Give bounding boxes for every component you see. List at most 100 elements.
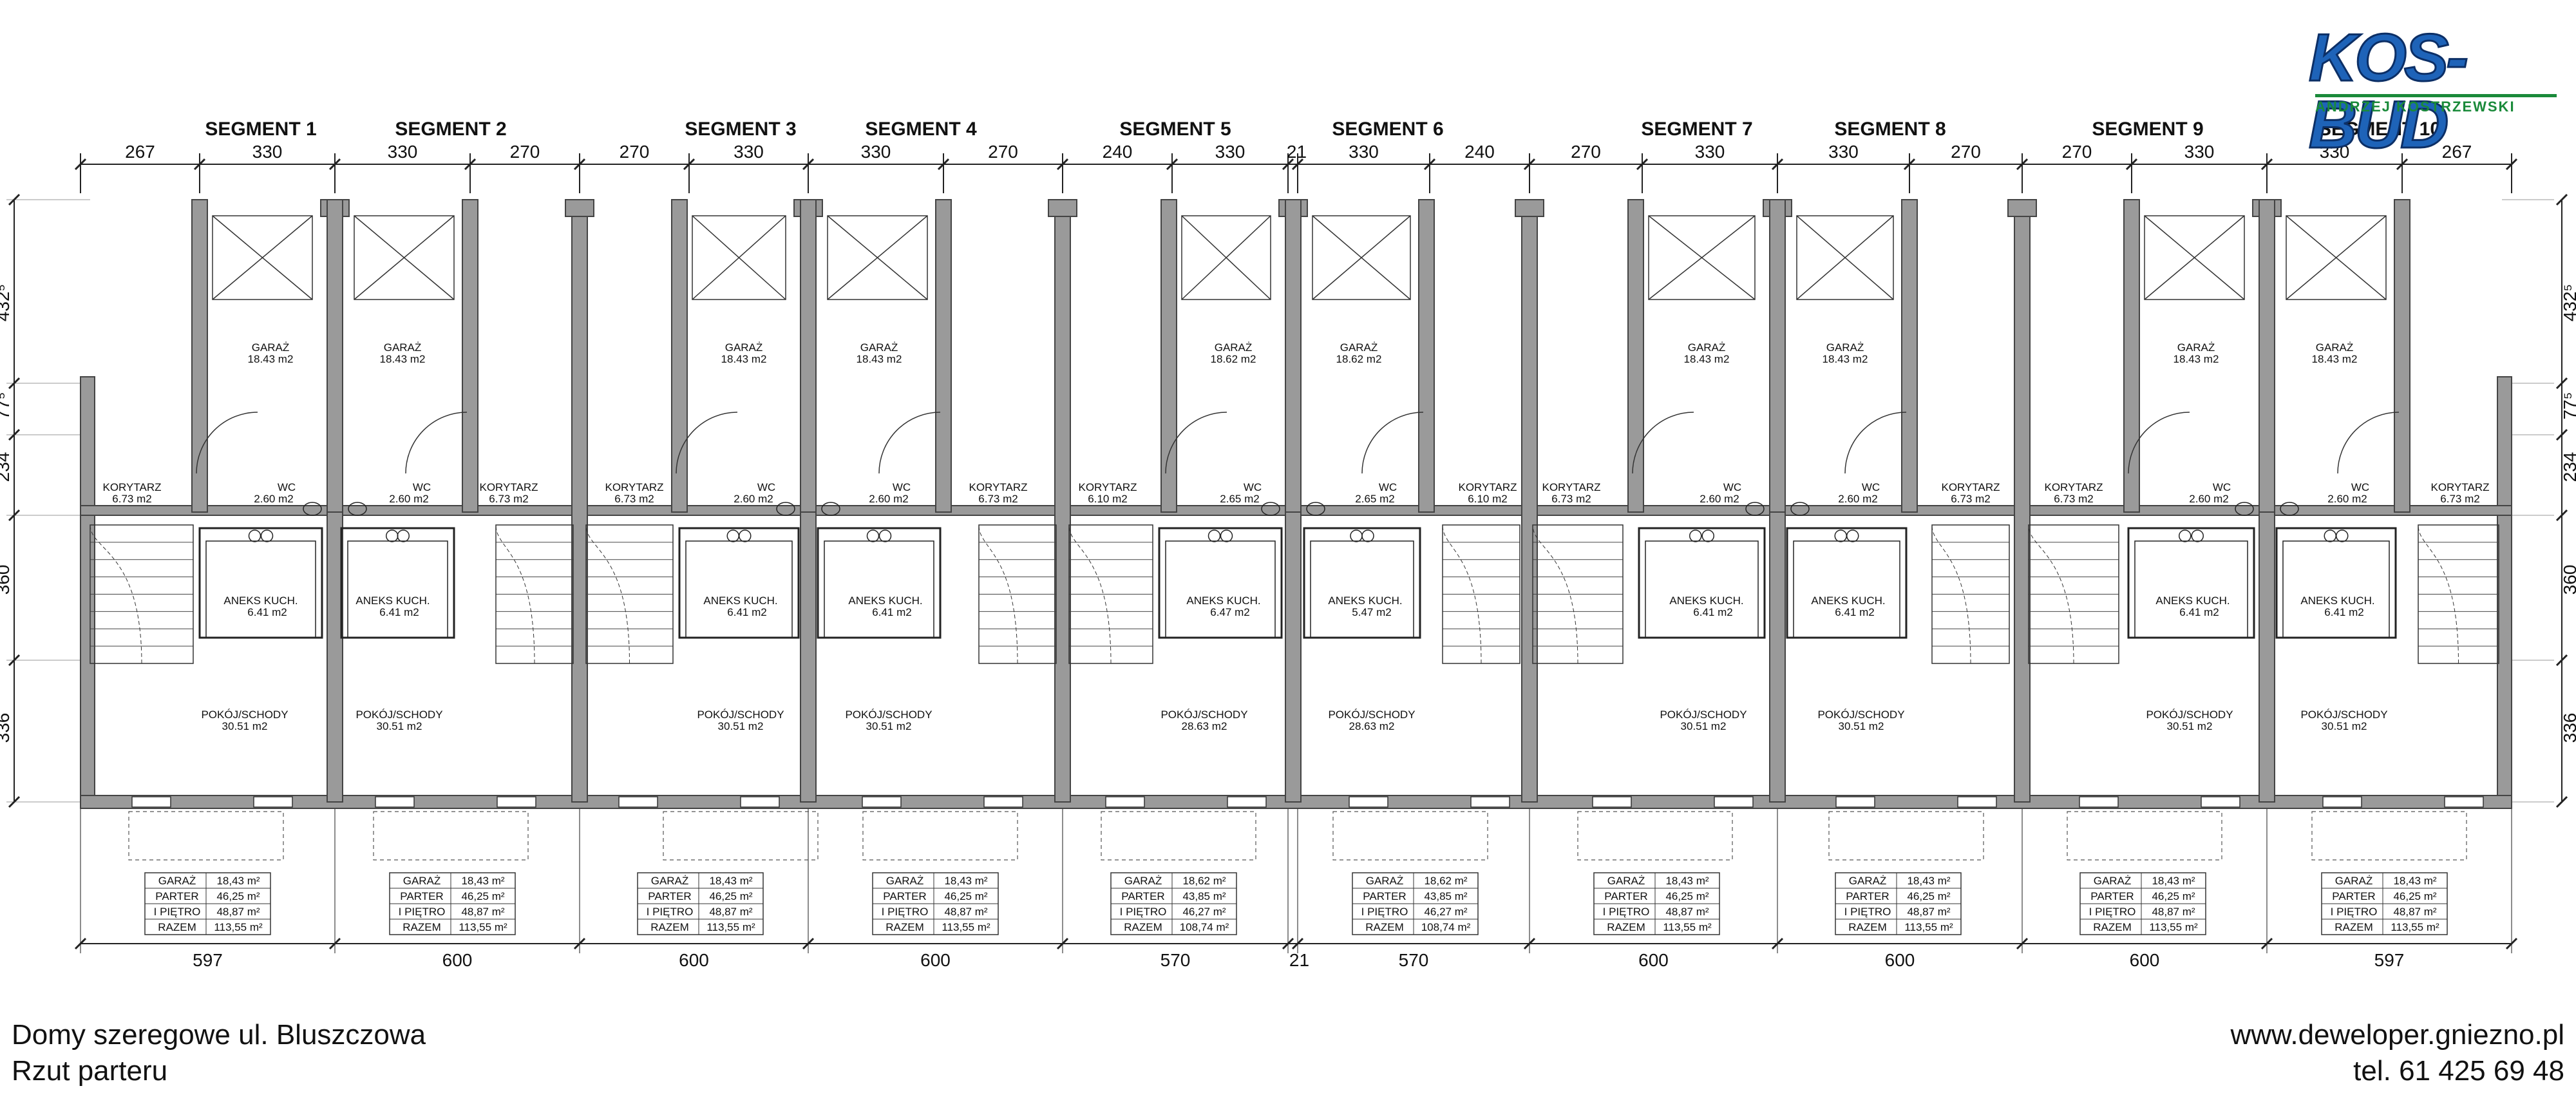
website-link[interactable]: www.deweloper.gniezno.pl: [2230, 1019, 2564, 1051]
stove-burner: [397, 529, 410, 542]
table-cell-value: 48,87 m²: [2393, 906, 2436, 918]
door-swing: [1361, 412, 1424, 474]
table-cell-label: I PIĘTRO: [2089, 906, 2136, 918]
segment-title: SEGMENT 3: [685, 119, 796, 140]
room-label-living: POKÓJ/SCHODY: [201, 709, 288, 721]
left-dimension-label: 336: [0, 713, 13, 743]
segment-title: SEGMENT 4: [865, 119, 977, 140]
room-label-living: POKÓJ/SCHODY: [1160, 709, 1247, 721]
top-dimension-label: 267: [2442, 142, 2472, 162]
stair-path: [1532, 524, 1578, 664]
table-cell-value: 48,87 m²: [1665, 906, 1709, 918]
garage-wall: [1769, 199, 1786, 513]
bottom-dimension-label: 600: [1638, 950, 1669, 970]
garage-door-hatch: [1312, 215, 1411, 300]
table-cell-label: RAZEM: [158, 921, 196, 933]
window: [1227, 796, 1267, 808]
dimension-slash: [2260, 158, 2273, 171]
room-area-living: 30.51 m2: [1839, 720, 1884, 732]
room-area-kitchen: 6.41 m2: [727, 606, 766, 618]
room-area-living: 28.63 m2: [1182, 720, 1227, 732]
garage-door-hatch: [1796, 215, 1894, 300]
brand-owner: ANDRZEJ KOSTRZEWSKI: [2315, 94, 2557, 115]
dimension-slash: [937, 158, 950, 171]
top-dimension-label: 330: [734, 142, 764, 162]
top-dimension-label: 330: [861, 142, 891, 162]
toilet: [821, 502, 840, 516]
room-label-corridor: KORYTARZ: [1459, 481, 1517, 493]
toilet: [1306, 502, 1325, 516]
table-cell-value: 46,25 m²: [709, 890, 752, 902]
garage-wall: [800, 199, 817, 513]
kitchen-counter: [347, 540, 448, 638]
room-area-kitchen: 6.47 m2: [1210, 606, 1249, 618]
table-cell-value: 113,55 m²: [2149, 921, 2198, 933]
kitchen-counter: [1310, 540, 1414, 638]
room-area-wc: 2.65 m2: [1355, 493, 1394, 505]
door-swing: [1165, 412, 1227, 474]
room-label-garage: GARAŻ: [384, 341, 422, 354]
kitchen-counter: [2282, 540, 2390, 638]
room-label-living: POKÓJ/SCHODY: [1660, 709, 1747, 721]
kos-bud-logo: KOS-BUD ANDRZEJ KOSTRZEWSKI: [2308, 24, 2560, 160]
table-cell-label: I PIĘTRO: [1120, 906, 1167, 918]
garage-wall: [1160, 199, 1177, 513]
dimension-slash: [8, 428, 21, 441]
room-area-garage: 18.43 m2: [1684, 353, 1730, 365]
stove-burner: [1701, 529, 1714, 542]
table-cell-label: I PIĘTRO: [1844, 906, 1891, 918]
room-area-garage: 18.43 m2: [380, 353, 426, 365]
table-cell-value: 46,25 m²: [461, 890, 504, 902]
garage-door-hatch: [1312, 215, 1411, 300]
table-cell-label: I PIĘTRO: [1603, 906, 1650, 918]
dimension-slash: [1771, 158, 1784, 171]
room-label-wc: WC: [1862, 481, 1880, 493]
bottom-dimension-label: 21: [1289, 950, 1309, 970]
garage-wall: [935, 199, 952, 513]
room-label-garage: GARAŻ: [1826, 341, 1864, 354]
room-label-wc: WC: [1723, 481, 1741, 493]
window: [1835, 796, 1875, 808]
dimension-slash: [2555, 654, 2568, 667]
dimension-slash: [2016, 937, 2029, 950]
stove-burner: [386, 529, 399, 542]
room-area-living: 28.63 m2: [1349, 720, 1395, 732]
table-cell-label: GARAŻ: [1124, 875, 1162, 887]
terrace: [1577, 811, 1733, 861]
kitchen-counter: [1158, 527, 1283, 639]
window: [1105, 796, 1145, 808]
dimension-slash: [2555, 428, 2568, 441]
garage-door-hatch: [2144, 215, 2245, 300]
table-cell-value: 48,87 m²: [709, 906, 752, 918]
bottom-dimension-label: 600: [442, 950, 473, 970]
bottom-dimension-label: 600: [920, 950, 951, 970]
table-cell-value: 113,55 m²: [459, 921, 507, 933]
room-area-living: 30.51 m2: [1681, 720, 1727, 732]
room-label-living: POKÓJ/SCHODY: [845, 709, 932, 721]
room-label-kitchen: ANEKS KUCH.: [1811, 595, 1885, 607]
toilet: [303, 502, 322, 516]
room-label-kitchen: ANEKS KUCH.: [1669, 595, 1743, 607]
room-label-corridor: KORYTARZ: [1079, 481, 1137, 493]
table-cell-label: GARAŻ: [158, 875, 196, 887]
top-dimension-label: 21: [1287, 142, 1307, 162]
terrace: [663, 811, 819, 861]
dimension-slash: [2555, 795, 2568, 808]
door-swing: [2337, 412, 2400, 474]
room-label-kitchen: ANEKS KUCH.: [2155, 595, 2230, 607]
table-cell-value: 18,43 m²: [709, 875, 752, 887]
terrace: [2311, 811, 2467, 861]
garage-door-hatch: [1648, 215, 1756, 300]
garage-wall: [1627, 199, 1644, 513]
window: [131, 796, 171, 808]
garage-wall: [1285, 199, 1302, 513]
table-cell-label: GARAŻ: [1607, 875, 1645, 887]
room-area-kitchen: 6.41 m2: [2324, 606, 2363, 618]
dimension-slash: [1282, 158, 1294, 171]
door-swing: [196, 412, 258, 474]
room-label-wc: WC: [1379, 481, 1397, 493]
